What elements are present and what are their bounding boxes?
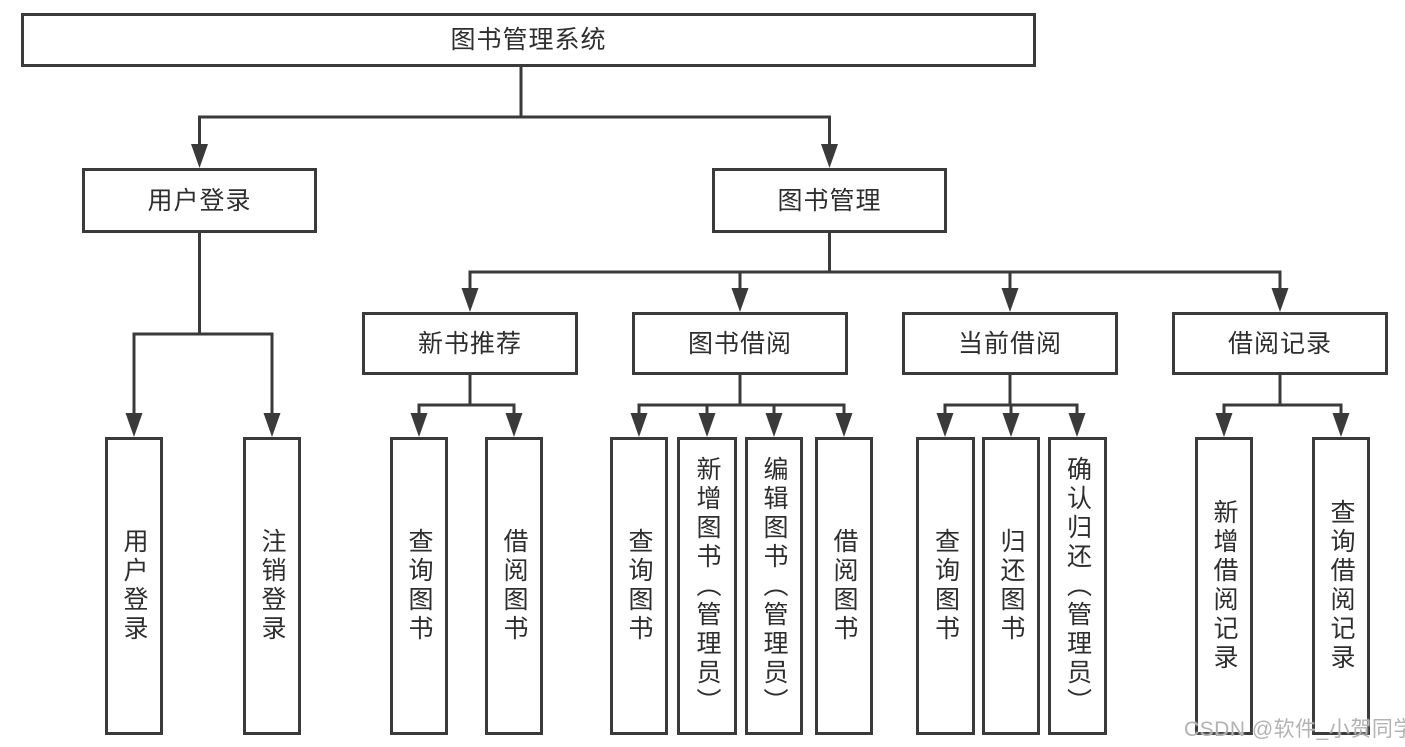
node-new-book-recommendation: 新书推荐 [362, 312, 578, 375]
leaf-query-books-borrowing: 查询图书 [610, 437, 668, 735]
leaf-query-books-current: 查询图书 [916, 437, 975, 735]
node-current-borrowing: 当前借阅 [902, 312, 1118, 375]
leaf-return-books: 归还图书 [982, 437, 1040, 735]
node-user-login: 用户登录 [82, 168, 317, 233]
leaf-add-book-admin: 新增图书（管理员） [677, 437, 737, 735]
node-book-borrowing: 图书借阅 [632, 312, 848, 375]
leaf-query-borrow-record: 查询借阅记录 [1312, 437, 1370, 735]
leaf-edit-book-admin: 编辑图书（管理员） [745, 437, 803, 735]
leaf-add-borrow-record: 新增借阅记录 [1195, 437, 1253, 735]
node-library-management-system: 图书管理系统 [21, 13, 1036, 67]
node-book-management: 图书管理 [712, 168, 947, 233]
leaf-borrow-books-recommend: 借阅图书 [485, 437, 543, 735]
arrowheads [125, 144, 1350, 437]
leaf-query-books-recommend: 查询图书 [390, 437, 448, 735]
leaf-borrow-books: 借阅图书 [815, 437, 873, 735]
node-borrowing-records: 借阅记录 [1172, 312, 1388, 375]
leaf-logout: 注销登录 [243, 437, 301, 735]
leaf-user-login: 用户登录 [105, 437, 163, 735]
csdn-watermark: CSDN @软件_小贺同学 [1184, 718, 1405, 741]
leaf-confirm-return-admin: 确认归还（管理员） [1048, 437, 1107, 735]
